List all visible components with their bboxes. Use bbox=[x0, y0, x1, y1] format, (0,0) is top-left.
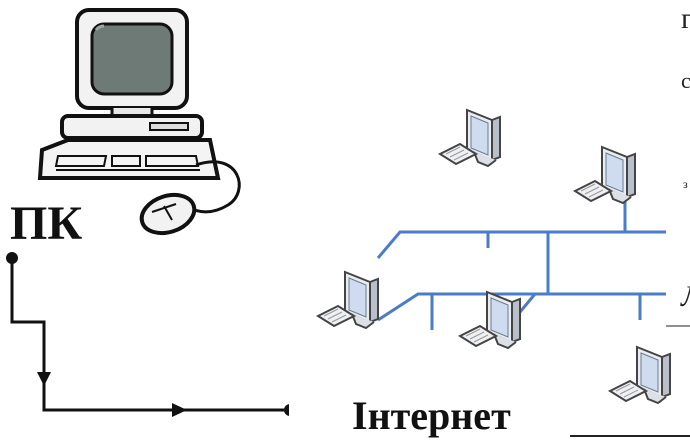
computer-mouse-icon bbox=[139, 192, 197, 236]
workstation-icon bbox=[574, 146, 636, 204]
arrow-down-icon bbox=[37, 372, 51, 386]
workstation-icon bbox=[459, 291, 521, 349]
workstation-icon bbox=[609, 346, 671, 404]
edge-text-fragment: з bbox=[683, 177, 688, 191]
workstation-icon bbox=[439, 109, 501, 167]
connection-line bbox=[10, 258, 290, 412]
edge-text-fragment: Л bbox=[681, 282, 690, 312]
start-node bbox=[6, 252, 18, 264]
pc-label: ПК bbox=[10, 197, 83, 250]
edge-text-fragment: с bbox=[681, 68, 690, 93]
desktop-computer-icon bbox=[37, 8, 241, 214]
workstation-icon bbox=[317, 271, 379, 329]
network-cabling bbox=[376, 200, 666, 330]
arrow-right-icon bbox=[172, 403, 187, 417]
internet-label: Інтернет bbox=[352, 393, 511, 438]
edge-text-fragment: г bbox=[681, 2, 690, 35]
